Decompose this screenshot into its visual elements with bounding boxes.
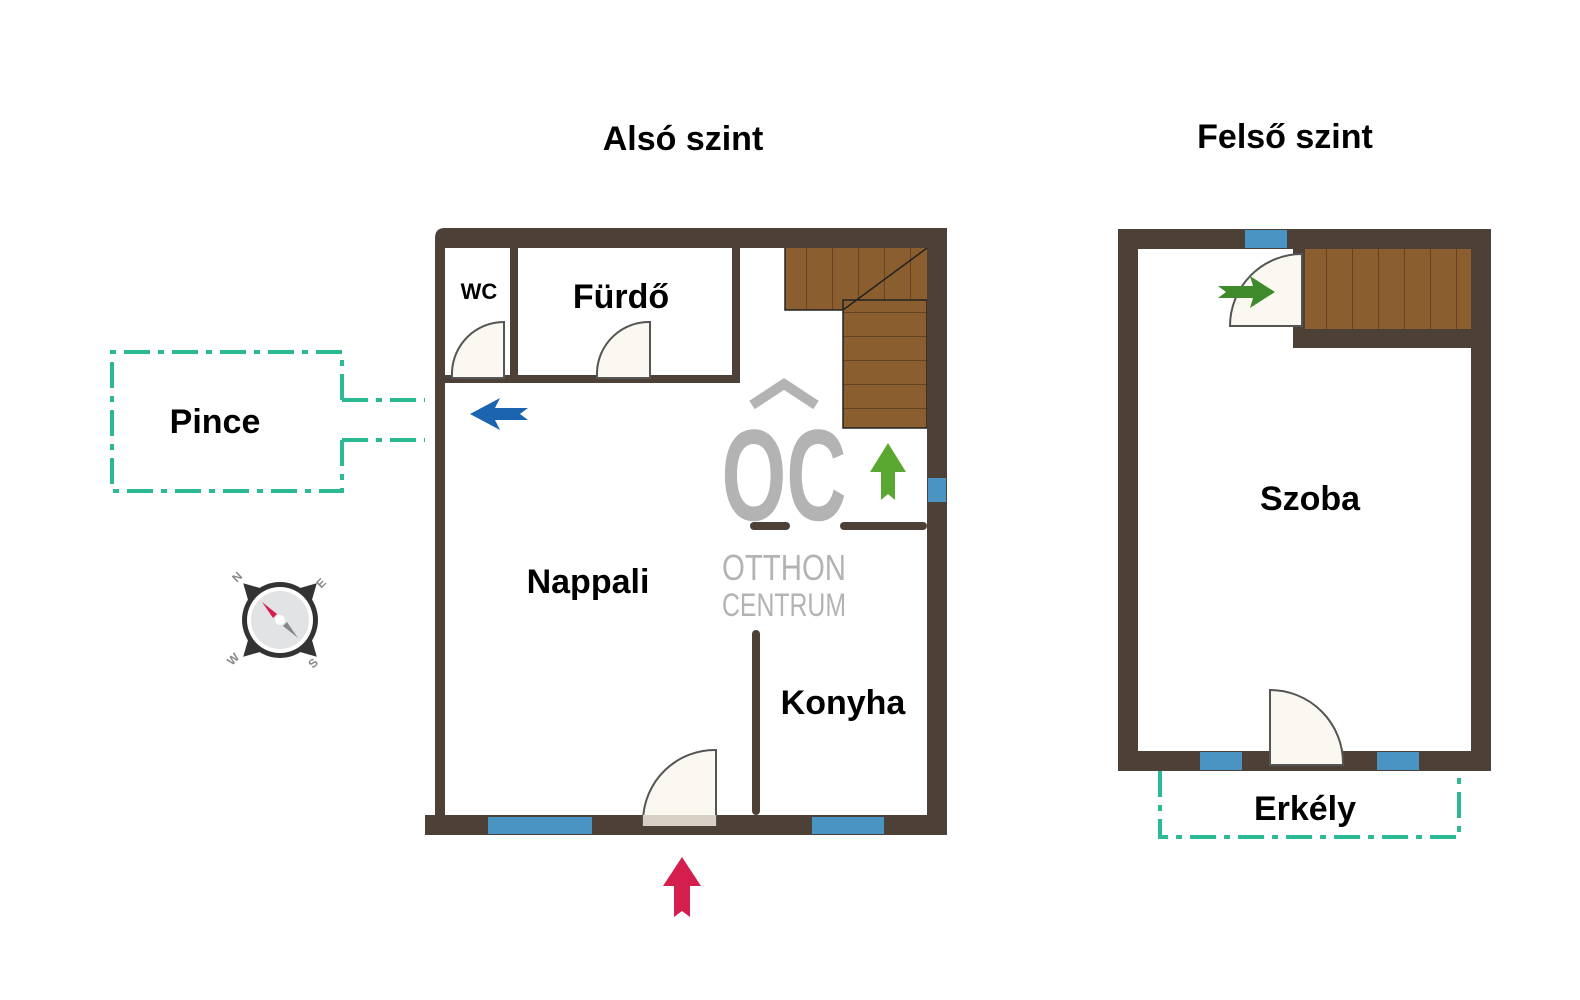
window: [488, 817, 592, 834]
compass-e: E: [313, 575, 329, 591]
window: [1245, 230, 1287, 248]
compass-icon: N E S W: [224, 569, 329, 671]
cellar-outline: [110, 350, 425, 493]
room-label-erkely: Erkély: [1254, 790, 1356, 828]
staircase-lower-flight: [842, 299, 928, 429]
watermark-mark: OC: [722, 402, 847, 548]
entrance-door: [642, 748, 717, 826]
window: [812, 817, 884, 834]
upper-floor: Szoba Erkély: [1118, 229, 1491, 839]
compass-n: N: [229, 569, 245, 585]
stairs-up-arrow-icon: [870, 443, 906, 500]
cellar-arrow-icon: [470, 398, 528, 430]
watermark-line1: OTTHON: [722, 547, 846, 588]
watermark-line2: CENTRUM: [722, 587, 846, 623]
room-label-furdo: Fürdő: [573, 278, 669, 316]
otthon-centrum-watermark: OC OTTHON CENTRUM: [722, 378, 847, 623]
entrance-arrow-icon: [663, 857, 701, 917]
window: [928, 478, 946, 502]
stairs-down-arrow-icon: [1218, 276, 1275, 308]
room-label-konyha: Konyha: [781, 684, 907, 722]
doors: [451, 320, 717, 826]
upper-floor-title: Felső szint: [1197, 118, 1373, 156]
compass-w: W: [224, 650, 242, 668]
room-label-wc: WC: [461, 279, 498, 304]
balcony-outline: [1158, 771, 1461, 839]
room-label-szoba: Szoba: [1260, 480, 1361, 518]
staircase: [1305, 249, 1471, 329]
window: [1200, 752, 1242, 770]
compass-s: S: [305, 655, 321, 671]
room-label-pince: Pince: [170, 403, 261, 441]
lower-floor: OC OTTHON CENTRUM WC Fürdő Nappali Konyh…: [425, 228, 947, 917]
lower-floor-title: Alsó szint: [603, 120, 764, 158]
room-label-nappali: Nappali: [527, 563, 650, 601]
window: [1377, 752, 1419, 770]
